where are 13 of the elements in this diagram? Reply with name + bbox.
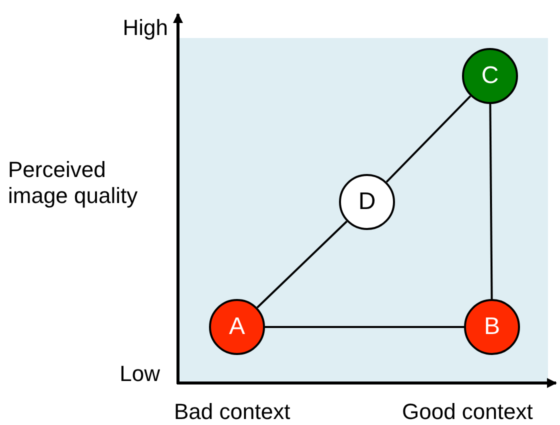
connector-line [265,326,464,328]
axis-label: Bad context [174,399,292,425]
point-letter: C [481,62,499,90]
point-letter: A [228,313,245,341]
point-letter: B [484,313,500,341]
axis-title: Perceived image quality [8,157,138,209]
axis-label: Good context [402,399,534,425]
axis-label: Low [118,361,160,387]
connector-line [489,104,493,299]
connector-line [256,220,348,308]
connector-line [386,95,472,183]
axis-label: High [122,15,168,41]
point-letter: D [358,188,376,216]
